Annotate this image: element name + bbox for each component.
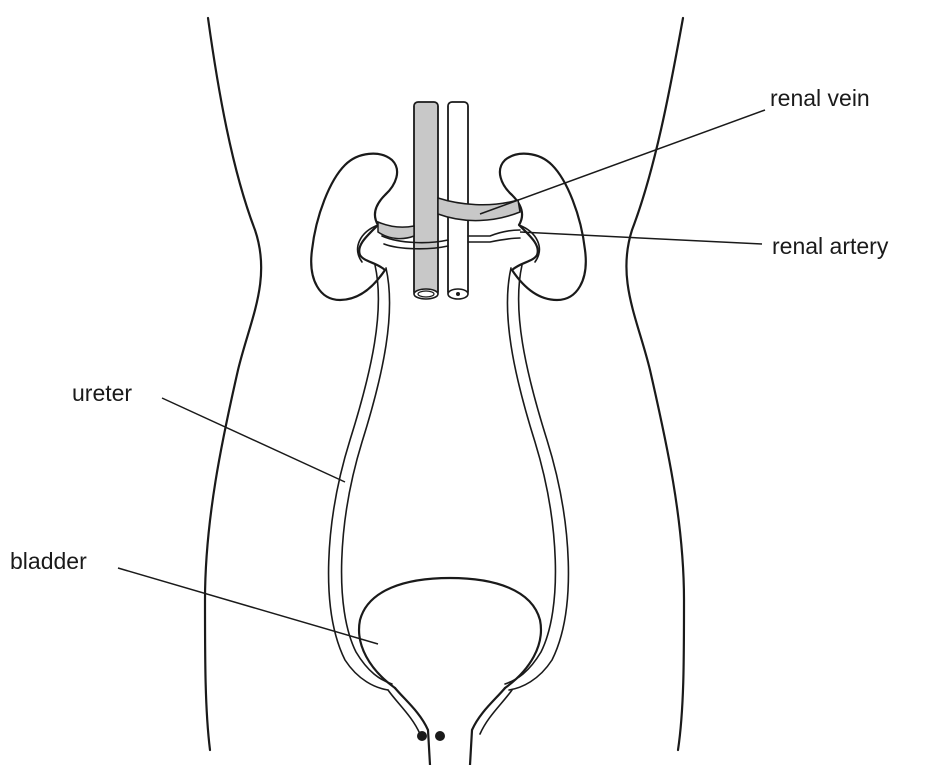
right-ureter-outer [509,265,568,690]
left-ureter-inner [342,268,392,684]
body-outline-left [205,18,261,750]
urethra-left [395,688,430,765]
sphincter-left [417,731,427,741]
vena-cava [414,102,438,296]
urethra-right [470,688,505,765]
right-renal-vein [438,198,520,221]
label-bladder: bladder [10,550,87,573]
bladder-outline [359,578,541,688]
label-ureter: ureter [72,382,132,405]
leader-renal-vein [480,110,765,214]
right-ureter-inner [505,268,555,684]
aorta [448,102,468,296]
leader-renal-artery [520,232,762,244]
right-renal-artery [468,230,520,236]
right-renal-artery-lower [468,238,520,242]
leader-ureter [162,398,345,482]
label-renal-artery: renal artery [772,235,888,258]
right-kidney [500,154,586,300]
label-renal-vein: renal vein [770,87,870,110]
sphincter-right [435,731,445,741]
body-outline-right [626,18,684,750]
leader-bladder [118,568,378,644]
aorta-lumen [456,292,460,296]
vena-cava-lumen [418,291,434,297]
